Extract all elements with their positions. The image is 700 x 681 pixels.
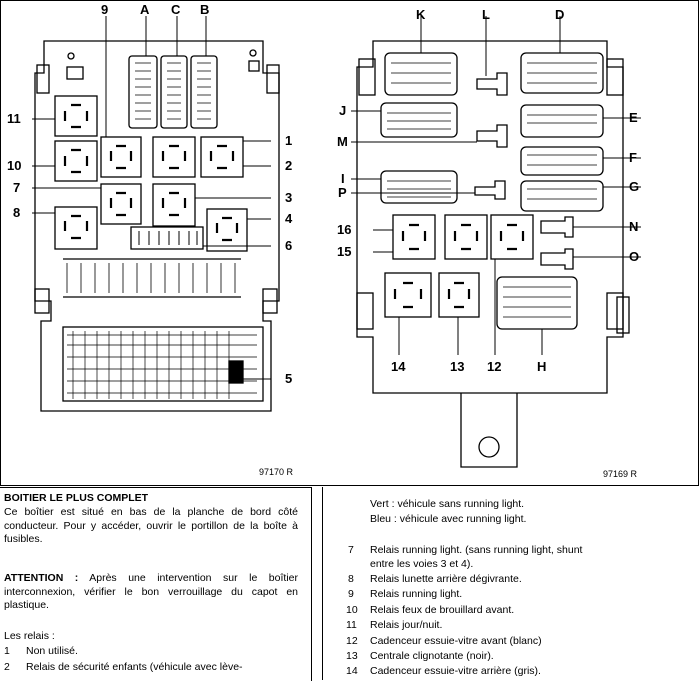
right-fuse-box bbox=[351, 16, 641, 468]
item-text: Relais running light. bbox=[370, 588, 463, 600]
left-fuse-box bbox=[32, 16, 280, 412]
item-text: Relais de sécurité enfants (véhicule ave… bbox=[26, 661, 243, 673]
label-9: 9 bbox=[101, 2, 108, 17]
item-number: 13 bbox=[346, 650, 358, 662]
relays-heading: Les relais : bbox=[4, 630, 55, 642]
label-C: C bbox=[171, 2, 181, 17]
attention-text: Après une intervention sur le boîtier in… bbox=[4, 572, 298, 611]
left-diagram-labels: 9 A C B 11 10 7 8 1 2 3 4 6 5 97170 R bbox=[7, 2, 294, 477]
label-E: E bbox=[629, 110, 638, 125]
section-heading: BOITIER LE PLUS COMPLET bbox=[4, 492, 149, 504]
color-note-text: véhicule sans running light. bbox=[397, 498, 525, 510]
label-F: F bbox=[629, 150, 637, 165]
diagram-panel: 9 A C B 11 10 7 8 1 2 3 4 6 5 97170 R bbox=[0, 0, 699, 486]
label-6: 6 bbox=[285, 238, 292, 253]
right-diagram-labels: K L D J M I P 16 15 E F G N O 14 13 12 H… bbox=[337, 7, 639, 479]
label-2: 2 bbox=[285, 158, 292, 173]
item-text: Relais jour/nuit. bbox=[370, 619, 443, 631]
label-11: 11 bbox=[7, 111, 21, 126]
label-N: N bbox=[629, 219, 638, 234]
label-K: K bbox=[416, 7, 426, 22]
label-15: 15 bbox=[337, 244, 351, 259]
label-B: B bbox=[200, 2, 209, 17]
label-P: P bbox=[338, 185, 347, 200]
label-A: A bbox=[140, 2, 150, 17]
label-16: 16 bbox=[337, 222, 351, 237]
label-D: D bbox=[555, 7, 564, 22]
intro-paragraph: Ce boîtier est situé en bas de la planch… bbox=[4, 506, 298, 545]
label-14: 14 bbox=[391, 359, 406, 374]
attention-paragraph: ATTENTION : Après une intervention sur l… bbox=[4, 572, 298, 613]
label-13: 13 bbox=[450, 359, 464, 374]
label-J: J bbox=[339, 103, 346, 118]
color-note-label: Vert : bbox=[370, 498, 395, 510]
label-G: G bbox=[629, 179, 639, 194]
item-number: 8 bbox=[348, 573, 354, 585]
label-12: 12 bbox=[487, 359, 501, 374]
figure-ref-right: 97169 R bbox=[603, 469, 638, 479]
label-H: H bbox=[537, 359, 546, 374]
color-note-green: Vert : véhicule sans running light. bbox=[370, 498, 524, 512]
label-7: 7 bbox=[13, 180, 20, 195]
item-text: Cadenceur essuie-vitre arrière (gris). bbox=[370, 665, 541, 677]
item-text: Relais lunette arrière dégivrante. bbox=[370, 573, 522, 585]
item-number: 7 bbox=[348, 544, 354, 556]
item-text: Cadenceur essuie-vitre avant (blanc) bbox=[370, 635, 542, 647]
label-O: O bbox=[629, 249, 639, 264]
item-number: 10 bbox=[346, 604, 358, 616]
label-M: M bbox=[337, 134, 348, 149]
label-5: 5 bbox=[285, 371, 292, 386]
label-4: 4 bbox=[285, 211, 293, 226]
item-text: Centrale clignotante (noir). bbox=[370, 650, 494, 662]
item-number: 1 bbox=[4, 645, 10, 657]
figure-ref-left: 97170 R bbox=[259, 467, 294, 477]
color-note-label: Bleu : bbox=[370, 513, 397, 525]
fuse-box-diagrams: 9 A C B 11 10 7 8 1 2 3 4 6 5 97170 R bbox=[7, 2, 641, 479]
item-text: Relais feux de brouillard avant. bbox=[370, 604, 515, 616]
label-L: L bbox=[482, 7, 490, 22]
item-number: 12 bbox=[346, 635, 358, 647]
label-1: 1 bbox=[285, 133, 292, 148]
item-text: Non utilisé. bbox=[26, 645, 78, 657]
color-note-text: véhicule avec running light. bbox=[399, 513, 527, 525]
item-number: 9 bbox=[348, 588, 354, 600]
item-number: 14 bbox=[346, 665, 358, 677]
left-text-column bbox=[0, 487, 312, 681]
right-text-column bbox=[322, 487, 700, 680]
label-8: 8 bbox=[13, 205, 20, 220]
item-number: 2 bbox=[4, 661, 10, 673]
item-number: 11 bbox=[346, 619, 357, 631]
label-3: 3 bbox=[285, 190, 292, 205]
item-text: Relais running light. (sans running ligh… bbox=[370, 544, 583, 556]
attention-label: ATTENTION : bbox=[4, 572, 79, 584]
color-note-blue: Bleu : véhicule avec running light. bbox=[370, 513, 526, 527]
label-I: I bbox=[341, 171, 345, 186]
item-text-continued: entre les voies 3 et 4). bbox=[370, 558, 474, 570]
label-10: 10 bbox=[7, 158, 21, 173]
